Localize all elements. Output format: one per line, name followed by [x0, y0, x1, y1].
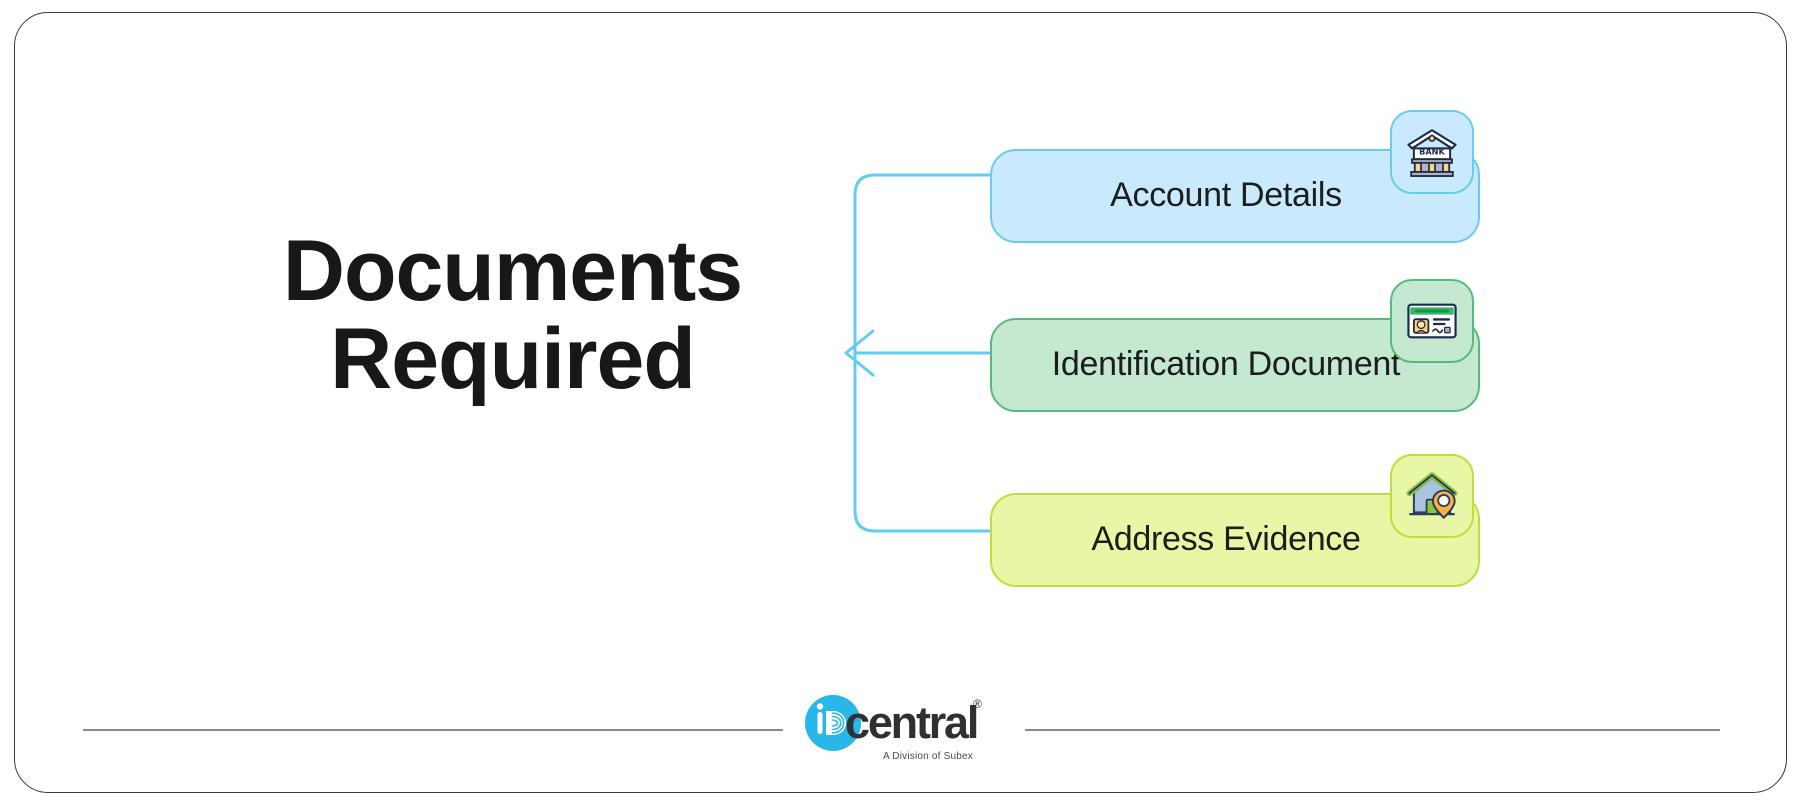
- bank-icon: BANK: [1403, 123, 1461, 181]
- page-title: Documents Required: [230, 223, 795, 407]
- list-item[interactable]: Address Evidence: [990, 454, 1490, 589]
- document-list: Account Details BANK: [15, 13, 1786, 792]
- house-location-icon: [1403, 467, 1461, 525]
- registered-trademark-icon: ®: [973, 697, 982, 711]
- logo-tagline: A Division of Subex: [883, 751, 973, 762]
- card-label: Identification Document: [1051, 344, 1401, 383]
- arrow-head-icon: [844, 329, 875, 377]
- list-item[interactable]: Identification Document: [990, 279, 1490, 414]
- brand-logo: central ® A Division of Subex: [805, 695, 1005, 775]
- footer: central ® A Division of Subex: [15, 695, 1788, 793]
- divider-right: [1025, 729, 1720, 731]
- page-title-line-2: Required: [330, 310, 696, 407]
- divider-left: [83, 729, 783, 731]
- card-label: Address Evidence: [1091, 519, 1361, 558]
- icon-tile-account-details: BANK: [1390, 110, 1474, 194]
- logo-wordmark: central: [845, 697, 979, 748]
- list-item[interactable]: Account Details BANK: [990, 110, 1490, 245]
- fingerprint-id-icon: [805, 695, 861, 751]
- logo-mark-svg: [816, 703, 846, 735]
- icon-tile-identification-document: [1390, 279, 1474, 363]
- svg-text:BANK: BANK: [1419, 146, 1445, 156]
- id-card-icon: [1403, 292, 1461, 350]
- logo-row: central: [805, 695, 979, 751]
- icon-tile-address-evidence: [1390, 454, 1474, 538]
- page-title-line-1: Documents: [282, 223, 743, 319]
- card-label: Account Details: [1110, 175, 1342, 214]
- slide-frame: Documents Required Account Details: [14, 12, 1787, 793]
